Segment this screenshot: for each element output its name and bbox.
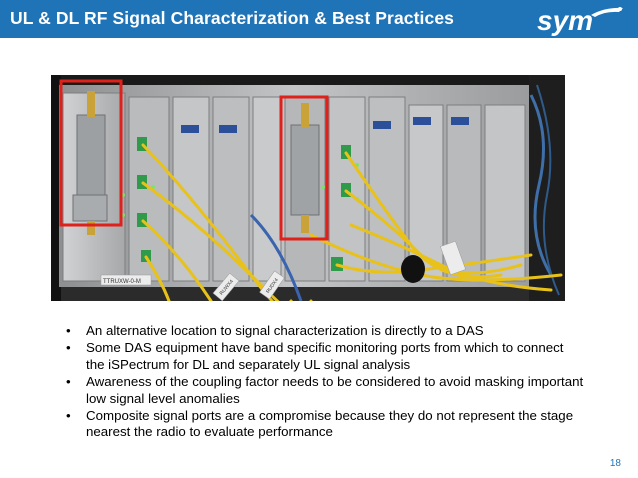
list-item: •Awareness of the coupling factor needs … [66,373,584,406]
logo-text: sym [537,5,593,36]
rack-label-1: TTRUXW-0-M [103,279,141,285]
bullet-list: •An alternative location to signal chara… [64,323,584,441]
sym-logo: sym [537,5,623,36]
title-bar: UL & DL RF Signal Characterization & Bes… [0,0,638,38]
logo-swoosh [591,7,623,17]
bullet-text: An alternative location to signal charac… [86,323,484,338]
bullet-text: Some DAS equipment have band specific mo… [86,339,564,372]
list-item: •Composite signal ports are a compromise… [66,407,574,440]
highlight-box-left [59,79,123,227]
slide-title: UL & DL RF Signal Characterization & Bes… [10,8,455,28]
bullet-text: Composite signal ports are a compromise … [86,407,574,440]
highlight-box-right [279,95,329,241]
list-item: •Some DAS equipment have band specific m… [66,339,564,372]
bullet-text: Awareness of the coupling factor needs t… [86,373,584,406]
das-equipment-photo: TTRUXW-0-M RUWX4 RUDX4 [51,75,565,301]
page-number: 18 [609,458,621,469]
list-item: •An alternative location to signal chara… [66,323,484,338]
